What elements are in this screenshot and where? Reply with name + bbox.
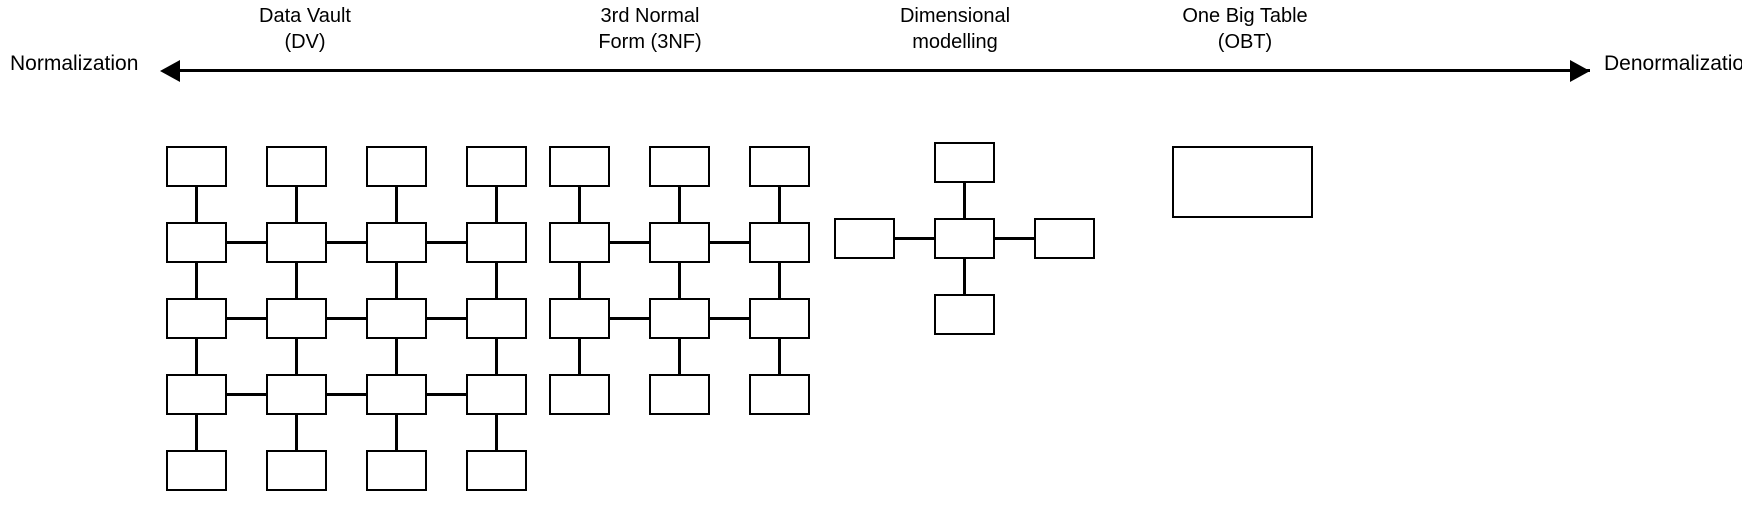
axis-label-denormalization: Denormalization — [1604, 52, 1742, 75]
third-normal-form-link-h-r2c0 — [610, 317, 649, 320]
data-vault-link-v-r3c2 — [395, 415, 398, 450]
data-vault-table-r0c3 — [466, 146, 527, 187]
data-vault-link-v-r0c2 — [395, 187, 398, 222]
third-normal-form-link-h-r1c1 — [710, 241, 749, 244]
third-normal-form-table-r3c1 — [649, 374, 710, 415]
data-vault-link-v-r2c3 — [495, 339, 498, 374]
arrow-head-right-icon — [1570, 60, 1590, 82]
data-vault-table-r1c2 — [366, 222, 427, 263]
data-vault-link-h-r2c2 — [427, 317, 466, 320]
data-vault-table-r0c2 — [366, 146, 427, 187]
data-vault-link-h-r2c1 — [327, 317, 366, 320]
third-normal-form-link-v-r0c1 — [678, 187, 681, 222]
third-normal-form-link-h-r2c1 — [710, 317, 749, 320]
dimensional-dim-table-top — [934, 142, 995, 183]
data-vault-link-v-r3c0 — [195, 415, 198, 450]
data-vault-table-r2c3 — [466, 298, 527, 339]
dimensional-fact-table — [934, 218, 995, 259]
third-normal-form-link-v-r0c2 — [778, 187, 781, 222]
third-normal-form-table-r3c0 — [549, 374, 610, 415]
third-normal-form-table-r1c1 — [649, 222, 710, 263]
data-vault-table-r3c2 — [366, 374, 427, 415]
third-normal-form-table-r0c0 — [549, 146, 610, 187]
dimensional-link-right — [995, 237, 1034, 240]
data-vault-table-r3c0 — [166, 374, 227, 415]
data-vault-link-v-r2c2 — [395, 339, 398, 374]
third-normal-form-table-r2c0 — [549, 298, 610, 339]
axis-label-normalization: Normalization — [10, 52, 139, 75]
data-vault-table-r4c3 — [466, 450, 527, 491]
data-vault-link-v-r2c0 — [195, 339, 198, 374]
third-normal-form-link-v-r0c0 — [578, 187, 581, 222]
dimensional-link-top — [963, 183, 966, 218]
data-vault-link-v-r1c1 — [295, 263, 298, 298]
data-vault-table-r4c2 — [366, 450, 427, 491]
third-normal-form-link-v-r2c1 — [678, 339, 681, 374]
third-normal-form-table-r0c2 — [749, 146, 810, 187]
data-vault-link-v-r2c1 — [295, 339, 298, 374]
normalization-axis-line — [168, 69, 1590, 72]
third-normal-form-table-r1c2 — [749, 222, 810, 263]
dimensional-dim-table-bottom — [934, 294, 995, 335]
column-title-third-normal-form: 3rd Normal Form (3NF) — [598, 5, 702, 53]
data-vault-link-v-r0c3 — [495, 187, 498, 222]
data-vault-table-r1c0 — [166, 222, 227, 263]
third-normal-form-link-v-r1c2 — [778, 263, 781, 298]
column-title-one-big-table: One Big Table (OBT) — [1182, 5, 1308, 53]
data-vault-link-v-r1c2 — [395, 263, 398, 298]
data-vault-link-h-r2c0 — [227, 317, 266, 320]
third-normal-form-table-r3c2 — [749, 374, 810, 415]
third-normal-form-link-v-r1c0 — [578, 263, 581, 298]
data-vault-table-r2c1 — [266, 298, 327, 339]
dimensional-dim-table-right — [1034, 218, 1095, 259]
data-vault-link-v-r3c3 — [495, 415, 498, 450]
third-normal-form-table-r2c1 — [649, 298, 710, 339]
data-vault-table-r4c1 — [266, 450, 327, 491]
dimensional-dim-table-left — [834, 218, 895, 259]
data-vault-table-r0c0 — [166, 146, 227, 187]
dimensional-link-bottom — [963, 259, 966, 294]
data-vault-link-h-r3c2 — [427, 393, 466, 396]
data-vault-table-r1c1 — [266, 222, 327, 263]
data-vault-table-r1c3 — [466, 222, 527, 263]
data-vault-link-v-r3c1 — [295, 415, 298, 450]
data-vault-table-r2c0 — [166, 298, 227, 339]
column-title-data-vault: Data Vault (DV) — [259, 5, 351, 53]
data-vault-table-r2c2 — [366, 298, 427, 339]
data-vault-link-h-r1c1 — [327, 241, 366, 244]
third-normal-form-link-v-r2c0 — [578, 339, 581, 374]
third-normal-form-table-r2c2 — [749, 298, 810, 339]
data-vault-link-h-r1c0 — [227, 241, 266, 244]
dimensional-link-left — [895, 237, 934, 240]
third-normal-form-table-r1c0 — [549, 222, 610, 263]
third-normal-form-link-v-r2c2 — [778, 339, 781, 374]
data-vault-table-r3c1 — [266, 374, 327, 415]
data-vault-table-r4c0 — [166, 450, 227, 491]
data-vault-link-v-r1c0 — [195, 263, 198, 298]
one-big-table-table — [1172, 146, 1313, 218]
data-vault-link-v-r0c1 — [295, 187, 298, 222]
data-vault-link-v-r1c3 — [495, 263, 498, 298]
data-vault-link-v-r0c0 — [195, 187, 198, 222]
data-vault-link-h-r1c2 — [427, 241, 466, 244]
data-vault-table-r0c1 — [266, 146, 327, 187]
third-normal-form-link-h-r1c0 — [610, 241, 649, 244]
data-vault-link-h-r3c1 — [327, 393, 366, 396]
third-normal-form-link-v-r1c1 — [678, 263, 681, 298]
data-vault-link-h-r3c0 — [227, 393, 266, 396]
column-title-dimensional-modelling: Dimensional modelling — [899, 5, 1011, 53]
third-normal-form-table-r0c1 — [649, 146, 710, 187]
data-vault-table-r3c3 — [466, 374, 527, 415]
